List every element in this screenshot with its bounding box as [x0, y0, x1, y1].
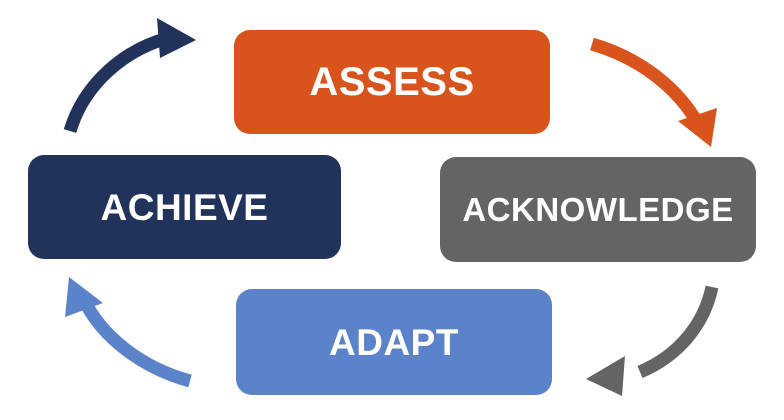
node-adapt[interactable]: ADAPT: [236, 289, 552, 395]
node-acknowledge-label: ACKNOWLEDGE: [462, 191, 734, 228]
node-assess[interactable]: ASSESS: [234, 30, 550, 134]
arrow-adapt-to-achieve: [65, 277, 192, 388]
node-achieve-label: ACHIEVE: [100, 186, 269, 228]
node-acknowledge[interactable]: ACKNOWLEDGE: [440, 157, 756, 262]
node-assess-label: ASSESS: [309, 60, 475, 104]
arrow-assess-to-acknowledge: [590, 37, 717, 147]
arrow-achieve-to-assess: [63, 18, 196, 133]
arrow-acknowledge-to-adapt: [586, 285, 719, 396]
node-adapt-label: ADAPT: [329, 321, 459, 363]
node-achieve[interactable]: ACHIEVE: [28, 155, 341, 259]
